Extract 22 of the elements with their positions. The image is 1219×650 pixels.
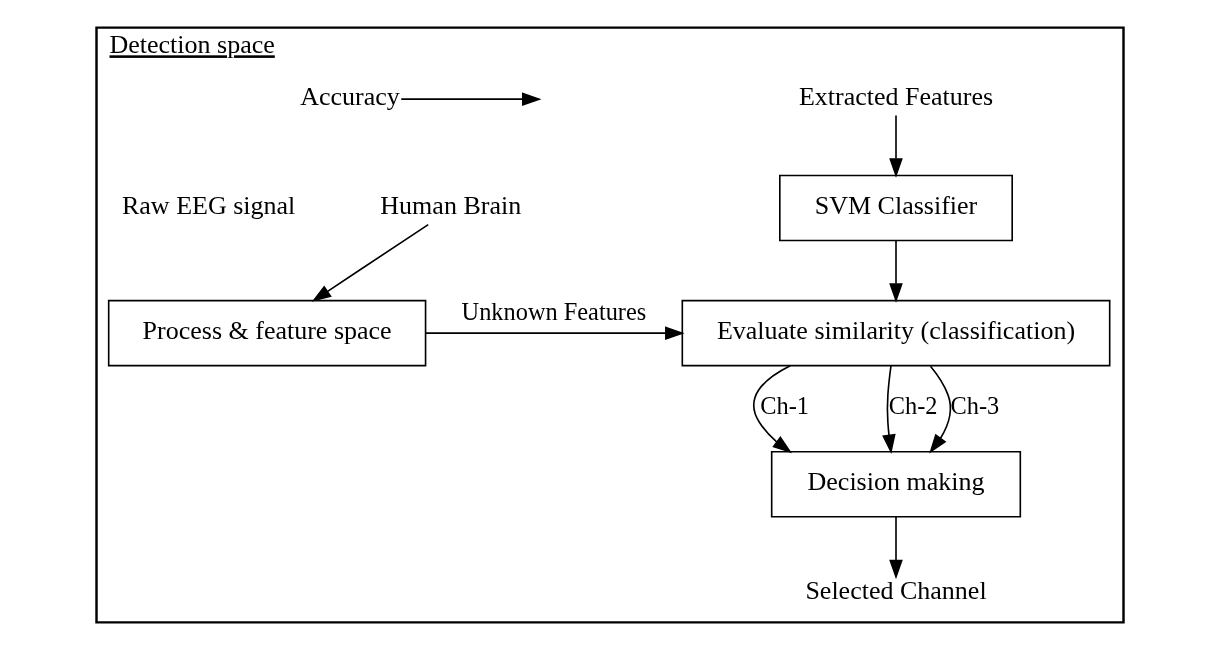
edge-label: Ch-3 [949,392,999,420]
node-text: Human Brain [379,191,521,221]
arrow [888,240,903,303]
arrow [752,364,792,454]
node-box: SVM Classifier [778,174,1013,242]
arrow [888,516,903,580]
node-box: Process & feature space [107,299,426,367]
node-text: Extracted Features [798,82,993,112]
arrow [399,92,541,106]
label: Raw EEG signal [121,191,295,221]
edge-label: Ch-2 [888,392,937,420]
arrow [928,365,951,454]
node-text: Accuracy [299,82,400,112]
node-box: Decision making [770,450,1021,518]
arrow [424,326,685,340]
arrow [881,365,896,454]
edge-label: Unknown Features [461,298,646,326]
node-text: Selected Channel [804,576,987,606]
arrow [888,114,903,178]
arrow [311,223,429,302]
node-box: Evaluate similarity (classification) [681,299,1110,367]
edge-label: Ch-1 [759,392,809,420]
